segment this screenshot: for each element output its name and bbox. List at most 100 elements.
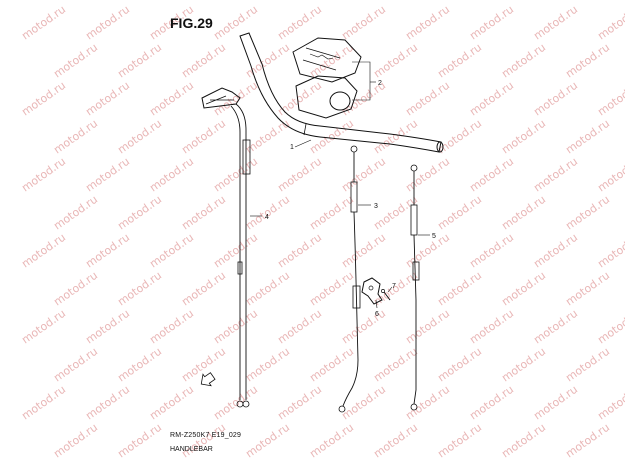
watermark-text: motod.ru [51, 269, 100, 309]
watermark-text: motod.ru [19, 155, 68, 195]
watermark-text: motod.ru [243, 193, 292, 233]
watermark-text: motod.ru [563, 269, 612, 309]
watermark-text: motod.ru [51, 117, 100, 157]
watermark-text: motod.ru [595, 383, 625, 423]
watermark-text: motod.ru [243, 345, 292, 385]
watermark-text: motod.ru [83, 155, 132, 195]
watermark-text: motod.ru [179, 193, 228, 233]
watermark-text: motod.ru [339, 3, 388, 43]
callout-2-bracket [352, 61, 371, 101]
watermark-text: motod.ru [339, 383, 388, 423]
callout-2-label: 2 [378, 80, 382, 87]
watermark-text: motod.ru [51, 345, 100, 385]
watermark-text: motod.ru [371, 41, 420, 81]
watermark-text: motod.ru [179, 421, 228, 461]
watermark-text: motod.ru [307, 345, 356, 385]
watermark-text: motod.ru [467, 383, 516, 423]
cable-3-part [338, 145, 361, 413]
callout-7-leader [387, 286, 393, 293]
watermark-text: motod.ru [19, 231, 68, 271]
handlebar-part [239, 32, 444, 153]
watermark-text: motod.ru [51, 421, 100, 461]
watermark-text: motod.ru [179, 41, 228, 81]
watermark-text: motod.ru [179, 117, 228, 157]
watermark-text: motod.ru [83, 307, 132, 347]
watermark-text: motod.ru [179, 269, 228, 309]
watermark-text: motod.ru [243, 41, 292, 81]
watermark-text: motod.ru [307, 41, 356, 81]
watermark-text: motod.ru [595, 79, 625, 119]
watermark-text: motod.ru [211, 155, 260, 195]
watermark-text: motod.ru [339, 231, 388, 271]
screw-7-part [381, 289, 391, 301]
watermark-text: motod.ru [307, 269, 356, 309]
watermark-text: motod.ru [531, 155, 580, 195]
watermark-text: motod.ru [403, 307, 452, 347]
watermark-text: motod.ru [371, 345, 420, 385]
watermark-text: motod.ru [83, 79, 132, 119]
watermark-text: motod.ru [275, 155, 324, 195]
watermark-text: motod.ru [403, 383, 452, 423]
callout-3-label: 3 [374, 203, 378, 210]
watermark-text: motod.ru [371, 421, 420, 461]
watermark-text: motod.ru [499, 421, 548, 461]
watermark-text: motod.ru [403, 3, 452, 43]
watermark-text: motod.ru [499, 41, 548, 81]
watermark-text: motod.ru [435, 41, 484, 81]
watermark-text: motod.ru [563, 117, 612, 157]
watermark-text: motod.ru [147, 155, 196, 195]
watermark-text: motod.ru [83, 383, 132, 423]
watermark-text: motod.ru [243, 421, 292, 461]
watermark-text: motod.ru [403, 79, 452, 119]
watermark-text: motod.ru [115, 421, 164, 461]
callout-5-label: 5 [432, 233, 436, 240]
watermark-text: motod.ru [595, 3, 625, 43]
watermark-text: motod.ru [467, 155, 516, 195]
watermark-text: motod.ru [531, 79, 580, 119]
watermark-text: motod.ru [243, 269, 292, 309]
watermark-text: motod.ru [435, 193, 484, 233]
watermark-text: motod.ru [467, 231, 516, 271]
watermark-text: motod.ru [51, 41, 100, 81]
callout-1-label: 1 [290, 144, 294, 151]
watermark-text: motod.ru [595, 155, 625, 195]
drawing-code: RM-Z250K7 E19_029 [170, 432, 242, 439]
watermark-text: motod.ru [19, 383, 68, 423]
throttle-cable-part [201, 87, 251, 408]
bracket-6-part [361, 277, 383, 305]
watermark-text: motod.ru [499, 269, 548, 309]
watermark-text: motod.ru [275, 383, 324, 423]
watermark-text: motod.ru [595, 307, 625, 347]
watermark-text: motod.ru [83, 3, 132, 43]
watermark-text: motod.ru [211, 231, 260, 271]
watermark-text: motod.ru [211, 383, 260, 423]
watermark-text: motod.ru [19, 3, 68, 43]
watermark-text: motod.ru [371, 193, 420, 233]
watermark-text: motod.ru [307, 193, 356, 233]
watermark-text: motod.ru [499, 117, 548, 157]
callout-4-label: 4 [265, 214, 269, 221]
watermark-text: motod.ru [211, 3, 260, 43]
callout-7-label: 7 [392, 283, 396, 290]
watermark-text: motod.ru [371, 117, 420, 157]
watermark-text: motod.ru [499, 193, 548, 233]
watermark-text: motod.ru [531, 231, 580, 271]
watermark-text: motod.ru [115, 41, 164, 81]
watermark-text: motod.ru [307, 421, 356, 461]
watermark-text: motod.ru [563, 41, 612, 81]
watermark-text: motod.ru [211, 307, 260, 347]
watermark-text: motod.ru [531, 307, 580, 347]
watermark-text: motod.ru [563, 345, 612, 385]
watermark-text: motod.ru [339, 307, 388, 347]
watermark-text: motod.ru [147, 231, 196, 271]
watermark-text: motod.ru [115, 117, 164, 157]
watermark-text: motod.ru [83, 231, 132, 271]
watermark-text: motod.ru [499, 345, 548, 385]
watermark-text: motod.ru [595, 231, 625, 271]
watermark-text: motod.ru [115, 345, 164, 385]
watermark-text: motod.ru [115, 269, 164, 309]
callout-6-label: 6 [375, 311, 379, 318]
